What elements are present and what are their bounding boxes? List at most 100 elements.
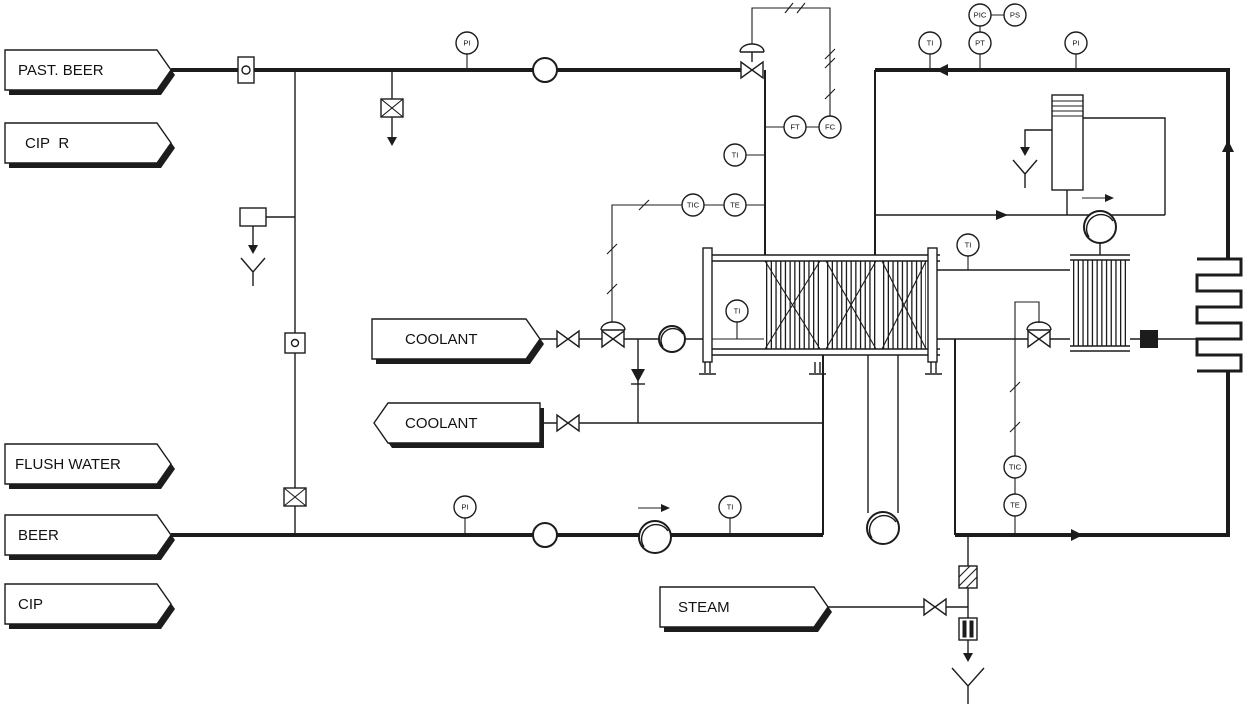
banner-cip: CIP — [4, 583, 175, 629]
coolant-check-valve — [631, 369, 645, 385]
instrument-bubble — [455, 31, 479, 55]
hx-end-plate-left — [702, 247, 713, 363]
instrument-tag: TI — [734, 307, 741, 316]
expansion-vessel — [1051, 94, 1084, 191]
flow-arrow-up — [1222, 140, 1234, 152]
banner-label: BEER — [18, 527, 59, 544]
coolant-return-valve — [556, 413, 580, 433]
instrument-tag: TI — [965, 241, 972, 250]
crossover-valve — [283, 487, 307, 507]
banner-cip-return: CIP R — [4, 122, 175, 168]
flow-arrow-right — [1071, 529, 1083, 541]
banner-beer: BEER — [4, 514, 175, 560]
hx-frame-rails — [703, 254, 940, 356]
heater-control-valve — [1026, 321, 1052, 349]
steam-valve — [923, 597, 947, 617]
indicator-window — [290, 338, 300, 348]
check-valve-disc — [631, 369, 645, 382]
down-arrow — [387, 137, 397, 146]
banner-body — [4, 443, 172, 485]
instrument-te-coolant: TE — [723, 193, 747, 217]
banner-steam: STEAM — [659, 586, 832, 632]
heater-frame-rails — [1070, 254, 1130, 352]
instrument-tag: TIC — [1009, 463, 1022, 472]
instrument-tag: TI — [927, 39, 934, 48]
valve-body — [740, 60, 764, 80]
instrument-tag: FC — [825, 123, 836, 132]
instrument-bubble — [718, 495, 742, 519]
down-arrow — [1020, 147, 1030, 156]
valve-body — [556, 413, 580, 433]
steam-condensate-drain — [951, 653, 985, 704]
valve-body — [1027, 329, 1051, 349]
valve-body — [923, 597, 947, 617]
holding-coil — [1140, 257, 1243, 373]
hx-feet — [699, 362, 942, 375]
banner-coolant-return: COOLANT — [373, 402, 544, 448]
coolant-control-valve — [600, 321, 626, 349]
banner-label: PAST. BEER — [18, 62, 104, 79]
condensate-funnel — [951, 667, 985, 704]
instrument-bubble — [723, 193, 747, 217]
instrument-tag: PI — [463, 39, 470, 48]
hx-end-plate-right — [927, 247, 938, 363]
instrument-bubble — [968, 31, 992, 55]
coolant-isolation-valve — [556, 329, 580, 349]
instrument-tic-coolant: TIC — [681, 193, 705, 217]
instrument-bubble — [681, 193, 705, 217]
banner-past-beer: PAST. BEER — [4, 49, 175, 95]
main-process-lines — [171, 64, 1234, 541]
instrument-bubble — [956, 233, 980, 257]
down-arrow — [248, 245, 258, 254]
coolant-pump — [658, 325, 686, 353]
instrument-tag: PT — [975, 39, 985, 48]
booster-pump — [866, 511, 900, 545]
x-valve-cross — [283, 487, 307, 507]
banner-body — [4, 514, 172, 556]
drain-funnel — [240, 257, 266, 286]
heater-heat-exchanger — [1070, 254, 1130, 352]
instrument-tag: PS — [1010, 11, 1020, 20]
x-valve-cross — [380, 98, 404, 118]
instrument-tag: TIC — [687, 201, 700, 210]
instrument-pi-beer: PI — [453, 495, 477, 519]
top-drain-valve — [380, 98, 404, 146]
strainer-hatch — [958, 565, 978, 589]
instrument-ti-beer: TI — [718, 495, 742, 519]
down-arrow — [963, 653, 973, 662]
instrument-bubble — [725, 299, 749, 323]
sight-glass-top — [532, 57, 558, 83]
banner-label: FLUSH WATER — [15, 456, 121, 473]
banner-body — [4, 583, 172, 625]
tic-coolant-signal — [611, 204, 682, 322]
instrument-tag: FT — [790, 123, 800, 132]
instrument-tic-heater: TIC — [1003, 455, 1027, 479]
main-flow-control-valve — [739, 43, 765, 80]
instrument-fc: FC — [818, 115, 842, 139]
instrument-bubble — [968, 3, 992, 27]
holding-coil-serpentine — [1195, 257, 1243, 373]
pump-impeller — [660, 327, 684, 348]
holding-loop-lines — [867, 355, 899, 513]
tic-heater-signal — [1014, 301, 1040, 456]
banner-body — [4, 122, 172, 164]
banner-body — [659, 586, 829, 628]
banner-body — [373, 402, 541, 444]
flow-arrow-loop — [996, 210, 1008, 220]
vessel-vent-drain — [1012, 147, 1038, 188]
banner-body — [371, 318, 541, 360]
instrument-bubble — [1003, 493, 1027, 517]
pump-casing — [638, 520, 672, 554]
pump-impeller — [1085, 213, 1114, 238]
instrument-ps: PS — [1003, 3, 1027, 27]
instrument-tag: PI — [461, 503, 468, 512]
hot-water-pump — [1082, 194, 1117, 244]
valve-actuator — [739, 43, 765, 62]
instrument-tag: PI — [1072, 39, 1079, 48]
instrument-pt: PT — [968, 31, 992, 55]
left-drain — [239, 207, 267, 286]
valve-actuator — [600, 321, 626, 331]
instrument-te-heater: TE — [1003, 493, 1027, 517]
signal-lines — [606, 2, 1040, 456]
